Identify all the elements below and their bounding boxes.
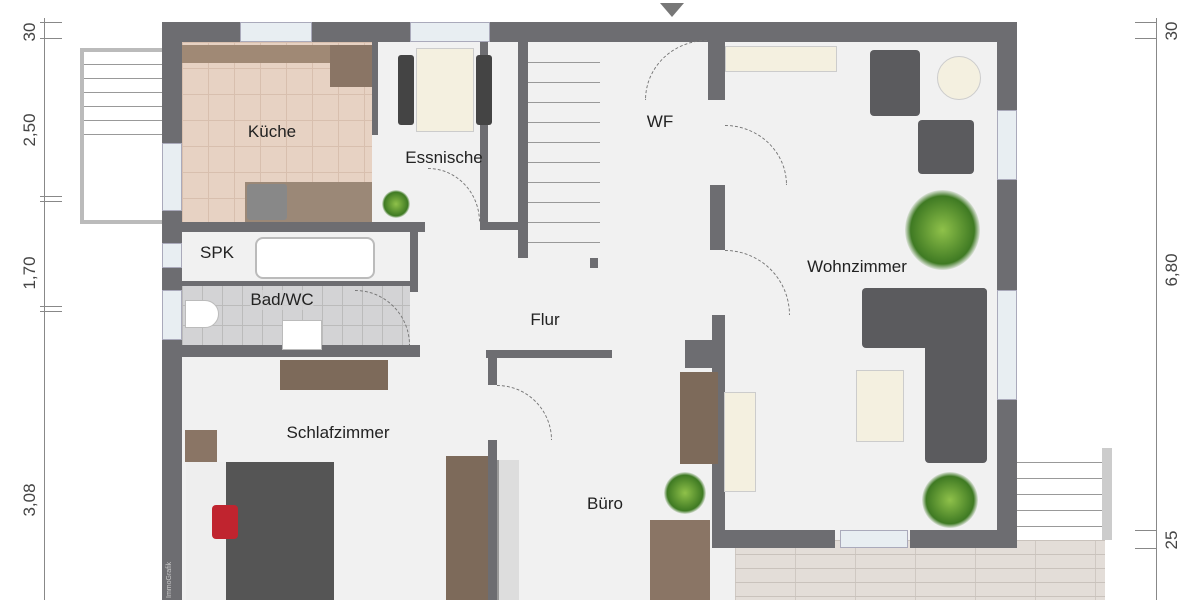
room-label-wf: WF [646, 112, 674, 131]
dimension-left: 3,08 [20, 483, 39, 517]
wall-right [997, 22, 1017, 548]
coffee-table [856, 370, 904, 442]
wall-ess [480, 42, 488, 222]
room-label-essnische: Essnische [405, 148, 483, 167]
dresser [280, 360, 388, 390]
sideboard [725, 46, 837, 72]
bathtub [255, 237, 375, 279]
armchair [870, 50, 920, 116]
dimension-line-left [44, 18, 45, 600]
dimension-left: 2,50 [20, 113, 39, 147]
office-desk [650, 520, 710, 600]
window [162, 243, 182, 268]
window [410, 22, 490, 42]
shelf [497, 460, 519, 600]
plant-icon [382, 190, 410, 218]
outside-stair-left [80, 48, 162, 224]
room-label-spk: SPK [199, 243, 235, 262]
chairs [476, 55, 492, 125]
wall-wf [710, 185, 725, 250]
wall-living-bottom-b [910, 530, 1017, 548]
room-label-schlafzimmer: Schlafzimmer [286, 423, 390, 442]
dimension-left: 30 [20, 22, 39, 42]
chimney [685, 340, 717, 368]
window [162, 290, 182, 340]
outside-stair-right [1017, 448, 1112, 540]
nightstand [185, 430, 217, 462]
wall-spk [182, 281, 410, 286]
wall-ess-bottom [480, 222, 520, 230]
kitchen-counter [182, 45, 372, 63]
dimension-line-right [1156, 18, 1157, 600]
wall-bath-right [410, 232, 418, 292]
window [997, 290, 1017, 400]
side-table [937, 56, 981, 100]
plant-icon [922, 472, 978, 528]
window [240, 22, 312, 42]
wall-kitchen [372, 42, 378, 135]
wall-stair-post [590, 258, 598, 268]
wall-living-bottom-a [725, 530, 835, 548]
chairs [398, 55, 414, 125]
terrace-floor [735, 540, 1105, 600]
staircase [528, 42, 600, 252]
wall-wf-top [708, 22, 725, 100]
window [162, 143, 182, 211]
dining-table [416, 48, 474, 132]
sink [282, 320, 322, 350]
dimension-right: 30 [1162, 21, 1181, 41]
plant-icon [664, 472, 706, 514]
room-label-bad: Bad/WC [250, 290, 314, 310]
dimension-right: 6,80 [1162, 253, 1181, 287]
dimension-right: 25 [1162, 530, 1181, 550]
wardrobe [446, 456, 488, 600]
watermark: ImmoGrafik [166, 561, 173, 598]
wall-stair [518, 42, 528, 258]
desk [724, 392, 756, 492]
wall-bedroom-a [488, 358, 497, 385]
room-label-wohnzimmer: Wohnzimmer [807, 257, 907, 276]
kitchen-cabinet [330, 45, 372, 87]
room-label-kueche: Küche [247, 122, 297, 141]
wall-top [162, 22, 1017, 42]
red-pillow [212, 505, 238, 539]
room-label-buero: Büro [587, 494, 623, 513]
armchair [918, 120, 974, 174]
toilet [185, 300, 219, 328]
window-door [840, 530, 908, 548]
wall-flur-bottom [486, 350, 612, 358]
plant-icon [905, 190, 980, 270]
room-label-flur: Flur [530, 310, 560, 329]
wall-bedroom-b [488, 440, 497, 600]
entrance-arrow-icon [660, 3, 684, 17]
window [997, 110, 1017, 180]
stove [247, 184, 287, 220]
wall-kitchen-bottom [162, 222, 425, 232]
dimension-left: 1,70 [20, 256, 39, 290]
wall-bath-bottom [162, 345, 420, 357]
sofa-chaise [925, 288, 987, 463]
cabinet [680, 372, 718, 464]
